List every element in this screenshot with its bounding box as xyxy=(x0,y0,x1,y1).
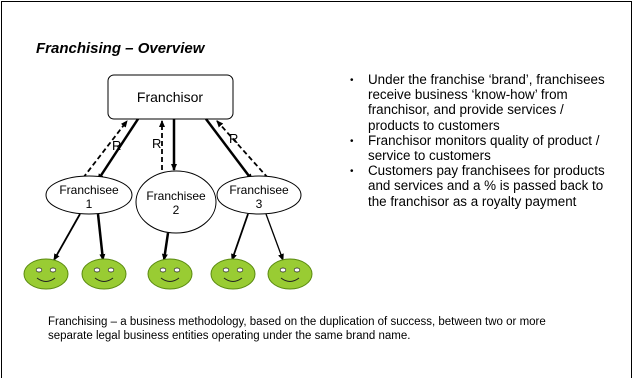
knowhow-arrow-1 xyxy=(96,118,140,181)
bullet-item: Under the franchise ‘brand’, franchisees… xyxy=(348,72,618,133)
franchisee-label-3: Franchisee xyxy=(229,183,289,197)
bullet-item: Customers pay franchisees for products a… xyxy=(348,163,618,209)
knowhow-arrow-3 xyxy=(205,118,253,181)
service-arrow-1a xyxy=(53,213,81,261)
royalty-label-2: R xyxy=(152,136,161,151)
franchisee-label-1: Franchisee xyxy=(59,183,119,197)
bullet-item: Franchisor monitors quality of product /… xyxy=(348,133,618,163)
franchisee-number-2: 2 xyxy=(173,203,180,217)
royalty-label-1: R xyxy=(112,138,121,153)
royalty-arrow-1 xyxy=(82,120,128,179)
smiley-face-icon xyxy=(23,258,69,290)
franchisee-number-3: 3 xyxy=(256,197,263,211)
smiley-face-icon xyxy=(147,258,193,290)
franchisee-number-1: 1 xyxy=(86,197,93,211)
service-arrow-3b xyxy=(265,213,284,261)
franchisee-ellipse-3 xyxy=(216,175,302,215)
service-arrow-3a xyxy=(231,213,249,261)
service-arrow-2 xyxy=(161,232,170,261)
franchisor-label: Franchisor xyxy=(137,89,203,105)
smiley-face-icon xyxy=(81,258,127,290)
franchisor-box xyxy=(107,74,234,120)
franchisee-label-2: Franchisee xyxy=(146,189,206,203)
franchisee-ellipse-1 xyxy=(45,175,133,215)
royalty-label-3: R xyxy=(229,131,238,146)
smiley-face-icon xyxy=(210,258,256,290)
smiley-face-icon xyxy=(267,258,313,290)
bullet-list: Under the franchise ‘brand’, franchisees… xyxy=(348,72,618,209)
royalty-arrow-3 xyxy=(216,120,269,179)
franchisee-ellipse-2 xyxy=(135,170,217,234)
definition-text: Franchising – a business methodology, ba… xyxy=(48,316,546,342)
slide-title: Franchising – Overview xyxy=(36,40,205,57)
service-arrow-1b xyxy=(96,213,106,261)
